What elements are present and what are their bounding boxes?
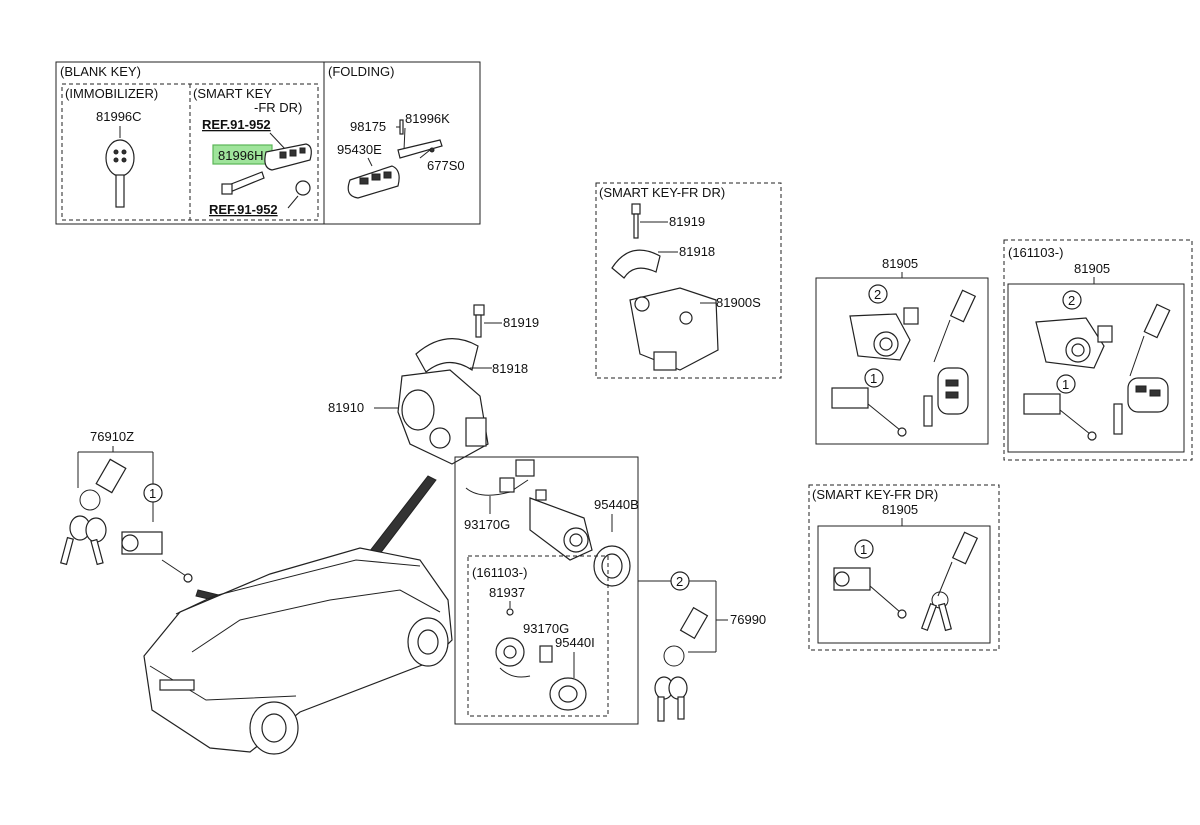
key-set-76910Z-group: 76910Z 1: [60, 429, 257, 611]
callout-1-a-text: 1: [149, 486, 156, 501]
cylinder-small-icon: [495, 637, 553, 678]
wire-harness-icon: [465, 459, 535, 496]
kit-81905-a-group: 81905 2 1: [815, 256, 989, 445]
callout-1-c-text: 1: [1062, 377, 1069, 392]
folding-key-fob-icon: [347, 165, 400, 199]
part-81910: 81910: [328, 400, 364, 415]
blank-key-outer-box: [55, 61, 481, 225]
bolt-icon: [631, 203, 641, 239]
part-76990: 76990: [730, 612, 766, 627]
smart-key-label: (SMART KEY: [193, 86, 272, 101]
immobilizer-label: (IMMOBILIZER): [65, 86, 158, 101]
part-81996K: 81996K: [405, 111, 450, 126]
car-illustration: [143, 547, 453, 755]
door-cylinder-icon-c: [833, 567, 907, 619]
emergency-key-blade-icon: [221, 171, 265, 195]
bracket-icon: [611, 249, 661, 279]
bezel-small-icon: [549, 677, 587, 711]
callout-1-c: [1056, 374, 1076, 394]
part-95430E: 95430E: [337, 142, 382, 157]
161103-a-label: (161103-): [472, 565, 527, 580]
part-81919-a: 81919: [669, 214, 705, 229]
steering-lock-body-icon: [629, 287, 719, 371]
callout-1-d: [854, 539, 874, 559]
smart-fob-icon-b: [1113, 303, 1171, 435]
key-pair-icon: [60, 458, 127, 566]
bracket-icon-2: [415, 338, 479, 373]
part-81937: 81937: [489, 585, 525, 600]
blank-key-group: (BLANK KEY) (IMMOBILIZER) (SMART KEY -FR…: [55, 61, 481, 225]
kit-81905-b-group: (161103-) 81905 2 1: [1003, 239, 1193, 461]
key-pair-icon-3: [920, 531, 979, 632]
callout-1-d-text: 1: [860, 542, 867, 557]
bezel-ring-icon: [593, 545, 631, 587]
smart-key-fr-dr-group: (SMART KEY-FR DR) 81919 81918 81900S: [595, 182, 782, 379]
part-81905-c: 81905: [882, 502, 918, 517]
screw-icon: [429, 147, 435, 153]
part-95440I: 95440I: [555, 635, 595, 650]
part-81996C: 81996C: [96, 109, 142, 124]
smart-fob-icon-a: [923, 289, 977, 427]
key-set-76990-group: 2 76990: [638, 571, 766, 722]
smart-key-fr-dr-label-2: (SMART KEY-FR DR): [812, 487, 938, 502]
bolt-icon-2: [473, 304, 485, 338]
part-677S0: 677S0: [427, 158, 465, 173]
coin-battery-icon: [295, 180, 311, 196]
part-81996H: 81996H: [218, 148, 264, 163]
part-81900S: 81900S: [716, 295, 761, 310]
smart-key-label-2: -FR DR): [254, 100, 302, 115]
pin-icon-2: [506, 608, 514, 616]
part-81919-b: 81919: [503, 315, 539, 330]
ref-91-952-bottom: REF.91-952: [209, 202, 278, 217]
key-blade-icon: [397, 139, 443, 159]
part-98175: 98175: [350, 119, 386, 134]
blank-key-label: (BLANK KEY): [60, 64, 141, 79]
callout-1-b-text: 1: [870, 371, 877, 386]
callout-2-c-text: 2: [1068, 293, 1075, 308]
lock-cylinder-group: 93170G 95440B (161103-) 81937 93170G 954…: [454, 456, 639, 725]
door-cylinder-icon-a: [831, 387, 907, 437]
callout-2-c: [1062, 290, 1082, 310]
callout-2-b-text: 2: [874, 287, 881, 302]
kit-81905-c-group: (SMART KEY-FR DR) 81905 1: [808, 484, 1000, 651]
pin-icon: [399, 119, 404, 135]
part-81905-b: 81905: [1074, 261, 1110, 276]
part-81905-a: 81905: [882, 256, 918, 271]
ignition-lock-group: 81919 81918 81910: [328, 304, 539, 581]
folding-label: (FOLDING): [328, 64, 394, 79]
steering-lock-assembly-icon: [397, 369, 489, 465]
161103-b-label: (161103-): [1008, 245, 1063, 260]
door-lock-cylinder-icon: [121, 531, 193, 583]
callout-2-b: [868, 284, 888, 304]
callout-2-a-text: 2: [676, 574, 683, 589]
immobilizer-key-icon: [105, 139, 135, 208]
callout-1-b: [864, 368, 884, 388]
ref-91-952-top: REF.91-952: [202, 117, 271, 132]
part-93170G-b: 93170G: [523, 621, 569, 636]
door-cylinder-icon-b: [1023, 393, 1097, 441]
lock-cylinder-icon-a: [849, 307, 919, 361]
key-pair-icon-2: [654, 606, 709, 722]
part-93170G-a: 93170G: [464, 517, 510, 532]
part-81918-b: 81918: [492, 361, 528, 376]
part-95440B: 95440B: [594, 497, 639, 512]
part-81918-a: 81918: [679, 244, 715, 259]
ignition-cylinder-icon: [529, 489, 593, 561]
smart-key-fr-dr-label: (SMART KEY-FR DR): [599, 185, 725, 200]
part-76910Z: 76910Z: [90, 429, 134, 444]
lock-cylinder-icon-b: [1035, 317, 1113, 369]
smart-key-fob-icon: [264, 143, 312, 171]
